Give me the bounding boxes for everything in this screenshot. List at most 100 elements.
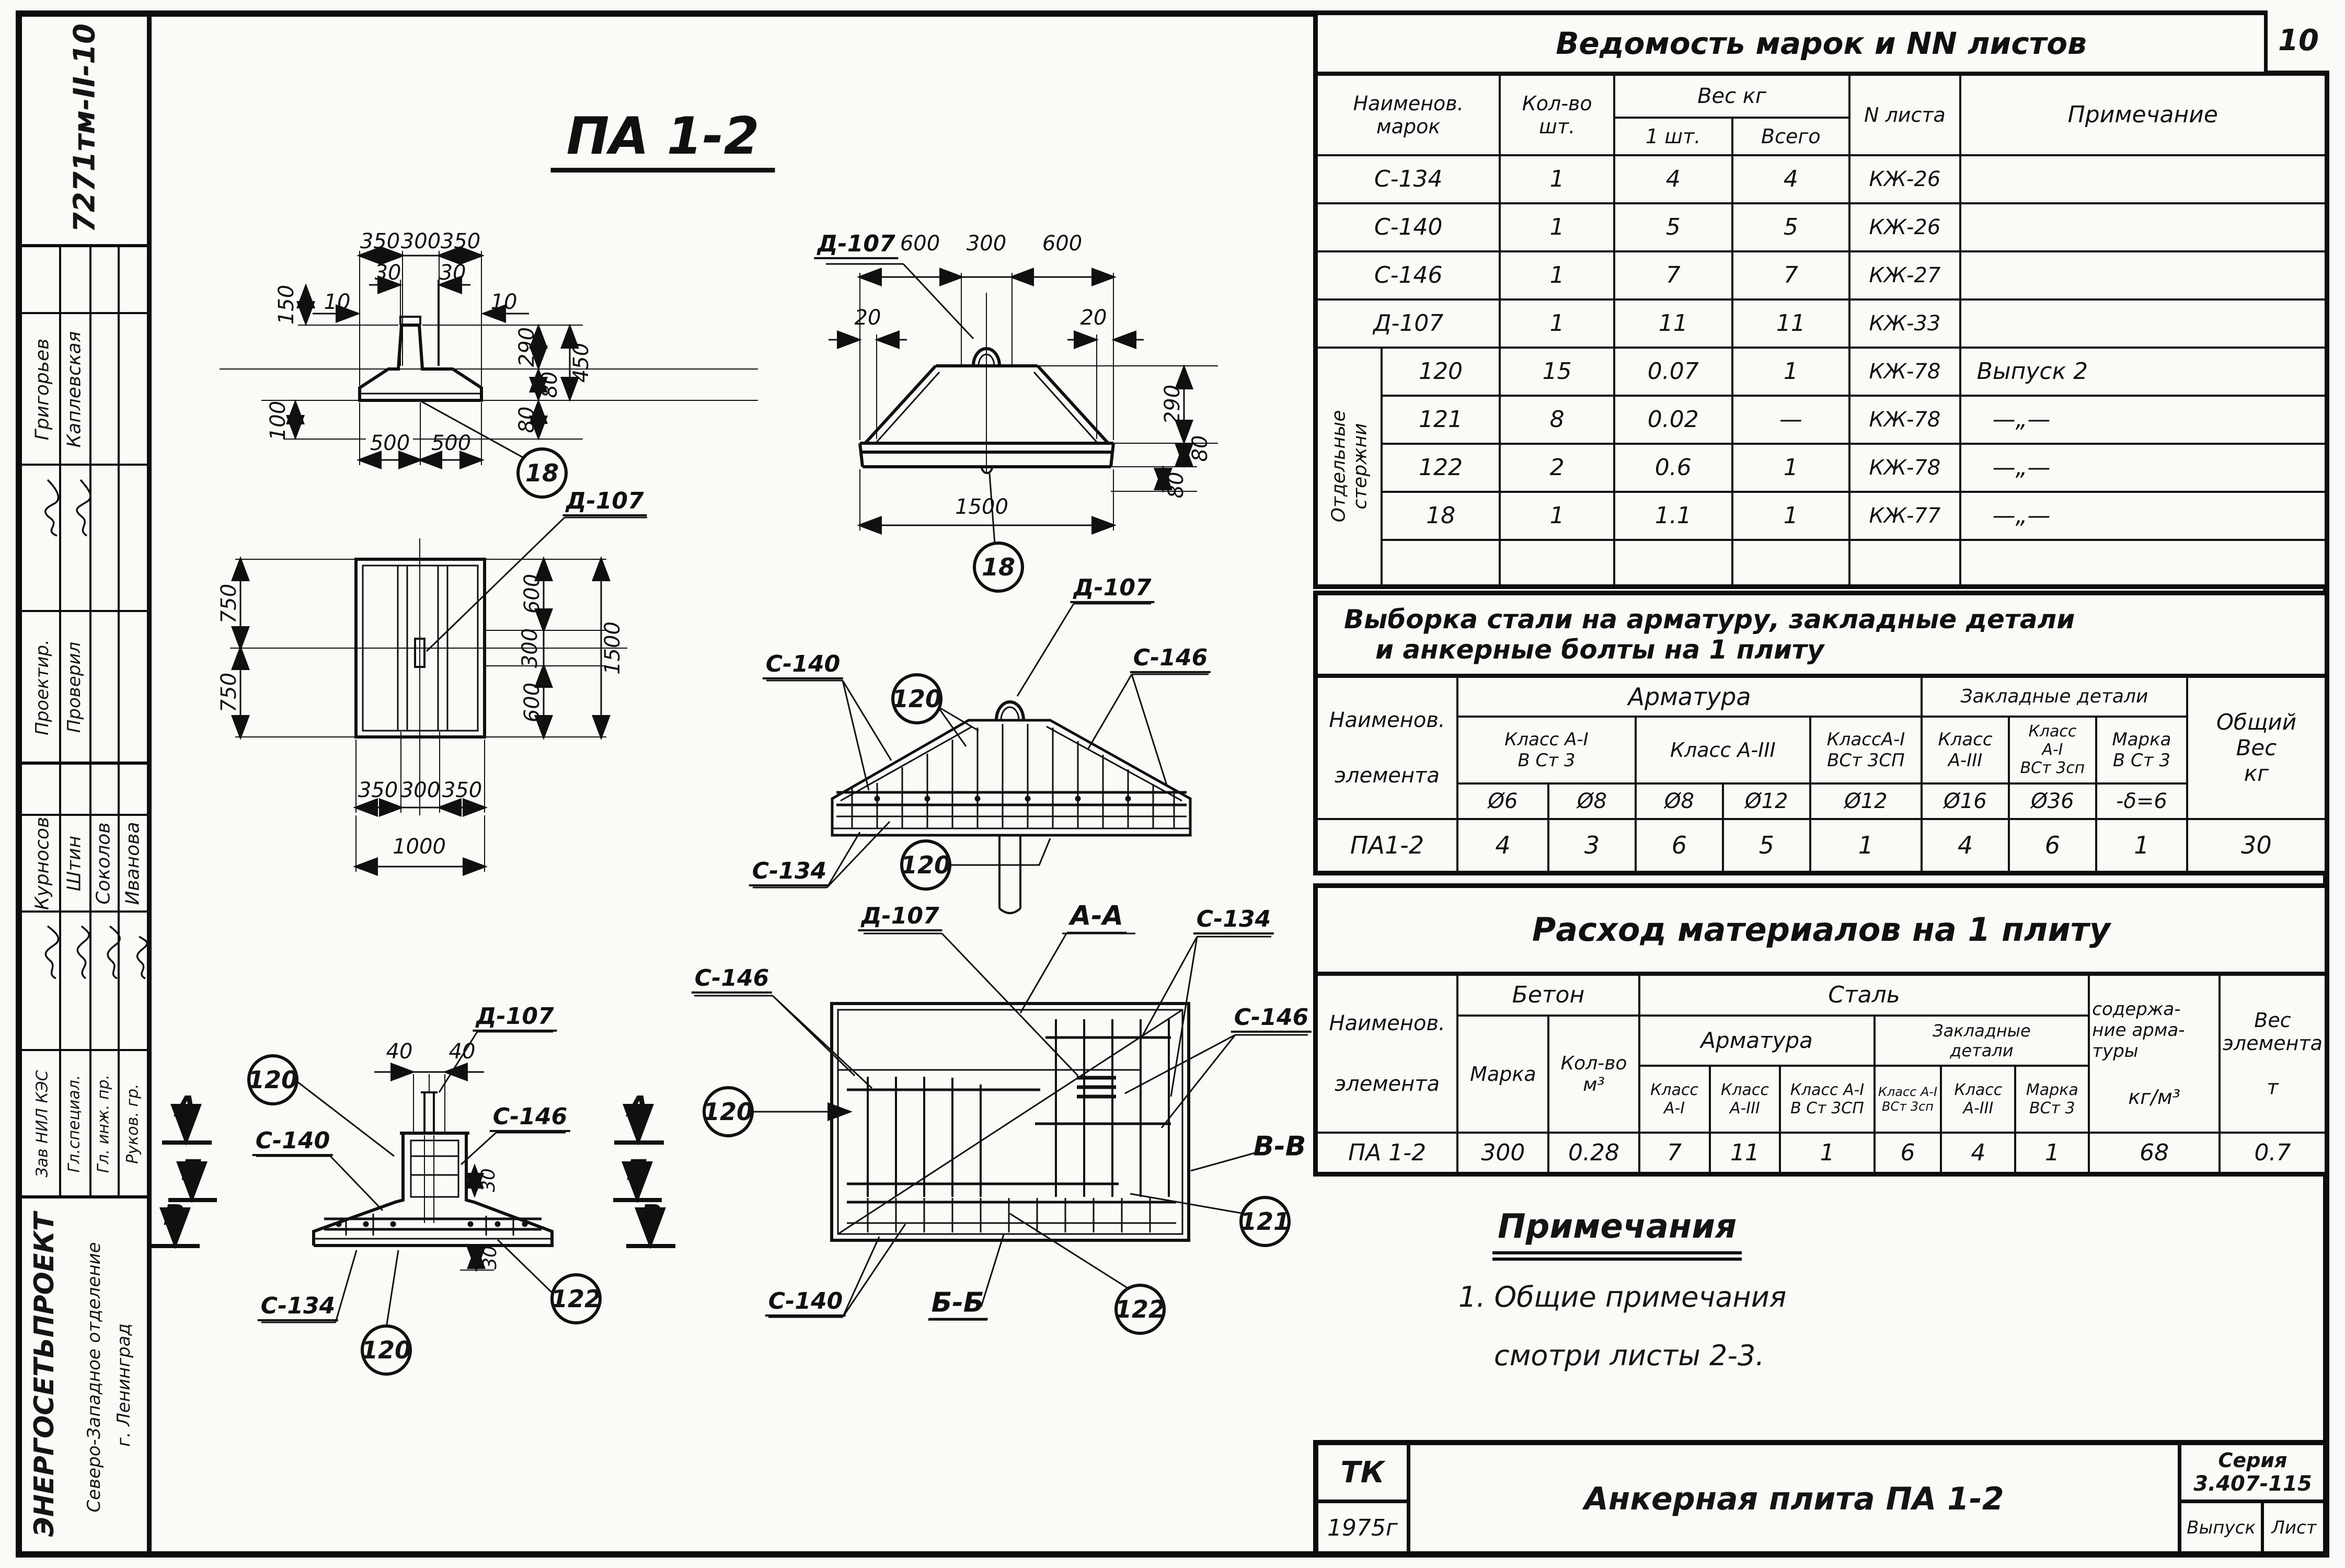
part-label: С-134	[1193, 907, 1274, 935]
dim-label: 350	[360, 229, 400, 253]
view-label: А-А	[1066, 902, 1127, 934]
stamp-role: Проектир.	[32, 639, 53, 735]
stamp-role: Зав НИЛ КЭС	[33, 1070, 52, 1178]
front-view-lines	[220, 246, 758, 469]
dim-label: 750	[217, 583, 241, 624]
part-label: С-146	[691, 966, 773, 994]
organization-branch: Северо-Западное отделение	[84, 1242, 105, 1513]
col-header: Ø16	[1921, 782, 2010, 820]
dim-label: 600	[520, 682, 544, 723]
stamp-line	[22, 762, 147, 765]
stamp-line	[22, 910, 147, 913]
dim-label: 600	[900, 232, 940, 256]
dim-label: 80	[538, 371, 562, 398]
stamp-line	[22, 610, 147, 612]
part-label: С-140	[765, 1289, 846, 1317]
col-header: Ø6	[1456, 782, 1550, 820]
stamp-role: Руков. гр.	[123, 1083, 142, 1164]
dim-label: 350	[358, 778, 398, 802]
position-balloon: 120	[891, 673, 942, 724]
col-header: Марка	[1456, 1014, 1550, 1134]
stamp-name: Соколов	[93, 822, 114, 905]
stamp-name: Каплевская	[63, 331, 85, 448]
materials-table: Расход материалов на 1 плиту Наименов.эл…	[1313, 883, 2329, 1177]
col-header: N листа	[1848, 72, 1961, 156]
dim-label: 300	[400, 778, 441, 802]
steel-table-title: Выборка стали на арматуру, закладные дет…	[1314, 592, 2328, 678]
dim-label: 300	[966, 232, 1007, 256]
part-label: Д-107	[1070, 575, 1155, 604]
stamp-line	[89, 244, 91, 1198]
section-mark: А	[175, 1090, 197, 1123]
stamp-line	[22, 814, 147, 816]
col-header: Арматура	[1456, 674, 1923, 718]
view-label: В-В	[1253, 1131, 1306, 1162]
col-header: Вес кг	[1613, 72, 1851, 119]
col-header: Бетон	[1456, 972, 1640, 1017]
col-header: Наименов.марок	[1314, 72, 1501, 156]
part-label: Д-107	[473, 1004, 557, 1032]
part-label: Д-107	[814, 232, 899, 260]
col-header: Закладные детали	[1921, 674, 2188, 718]
sheet-title: Анкерная плита ПА 1-2	[1584, 1480, 2004, 1517]
dim-label: 10	[490, 290, 518, 314]
col-header: Примечание	[1959, 72, 2328, 156]
document-number: 7271тм-II-10	[67, 23, 102, 233]
part-label: С-146	[1130, 645, 1211, 674]
dim-label: 150	[274, 284, 298, 325]
col-header: Сталь	[1638, 972, 2090, 1017]
col-header: Ø12	[1809, 782, 1923, 820]
part-label: С-134	[257, 1294, 339, 1322]
series-value: 3.407-115	[2193, 1472, 2312, 1496]
dim-label: 300	[518, 628, 542, 668]
position-balloon: 18	[516, 447, 568, 499]
part-label: С-140	[762, 652, 844, 680]
steel-table: Выборка стали на арматуру, закладные дет…	[1313, 591, 2329, 875]
stamp-role: Гл.специал.	[65, 1075, 84, 1173]
col-header: Класс А-III	[1634, 715, 1811, 785]
part-label: С-140	[252, 1128, 334, 1157]
dim-label: 80	[1188, 435, 1212, 462]
stamp-year: 1975г	[1327, 1514, 1398, 1541]
dim-label: 40	[386, 1040, 413, 1064]
stamp-name: Григорьев	[31, 338, 53, 441]
dim-label: 100	[266, 400, 290, 441]
page-number: 10	[2278, 24, 2319, 57]
side-view-lines	[826, 263, 1218, 545]
stamp-role: Проверил	[64, 641, 85, 733]
notes-line: 1. Общие примечания	[1458, 1281, 1787, 1313]
part-label: Д-107	[858, 904, 942, 932]
stamp-line	[59, 244, 61, 1198]
dim-label: 80	[1164, 471, 1188, 499]
col-header: Наименов.элемента	[1314, 674, 1459, 820]
sheet-label: Лист	[2271, 1517, 2317, 1538]
section-mark: А	[627, 1090, 649, 1123]
dim-label: 300	[400, 229, 441, 253]
stamp-line	[22, 244, 147, 247]
issue-label: Выпуск	[2187, 1517, 2256, 1538]
part-label: С-146	[1231, 1005, 1312, 1033]
stamp-line	[22, 1049, 147, 1051]
stamp-role: Гл. инж. пр.	[94, 1074, 113, 1173]
plan-aa-lines	[694, 932, 1308, 1320]
stamp-column-divider	[147, 10, 152, 1558]
dim-label: 350	[440, 229, 481, 253]
marks-table: Ведомость марок и NN листов Наименов.мар…	[1313, 10, 2329, 589]
dim-label: 1500	[955, 495, 1008, 519]
dim-label: 500	[431, 431, 472, 455]
dim-label: 20	[854, 306, 881, 330]
